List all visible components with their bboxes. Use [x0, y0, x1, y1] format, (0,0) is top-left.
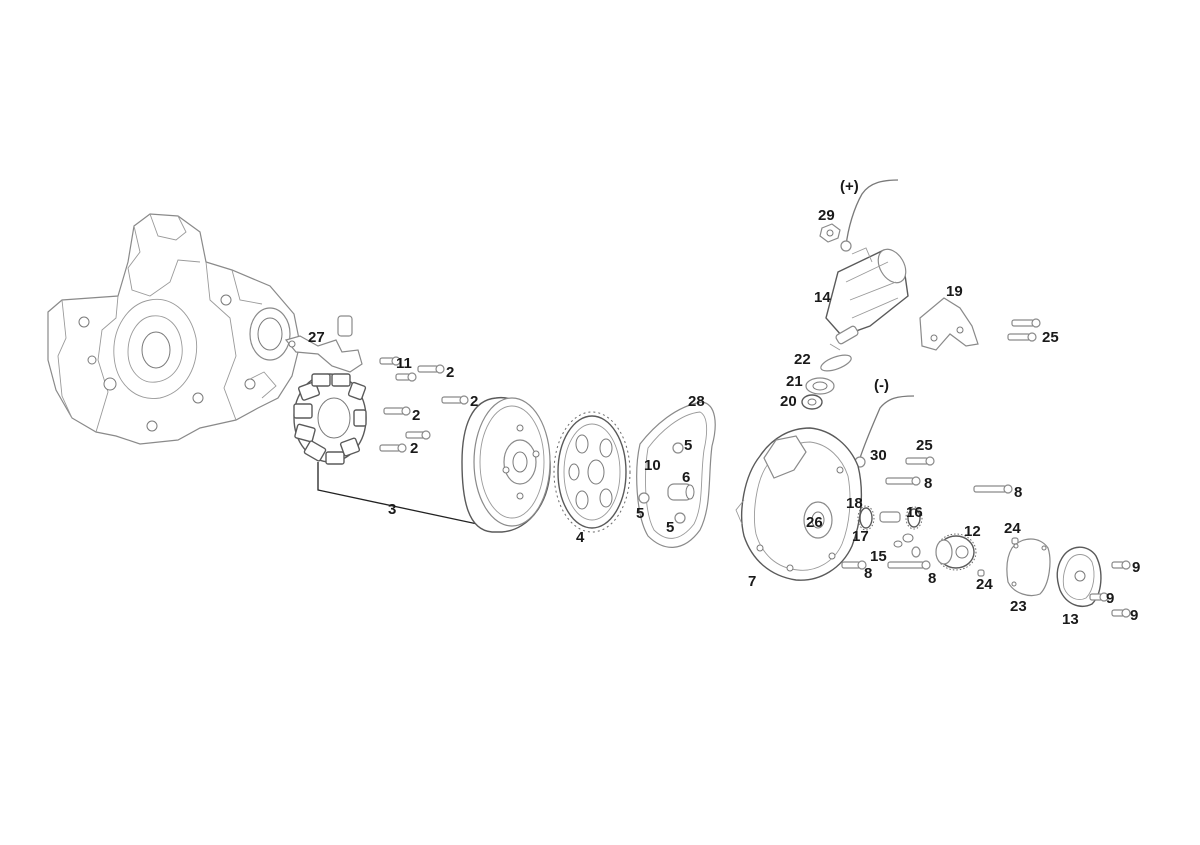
callout-c39: 23: [1010, 598, 1027, 615]
starter-motor: [825, 247, 909, 351]
negative-cable: [859, 395, 915, 459]
callout-c26: 8: [924, 475, 932, 492]
callout-c32: 12: [964, 523, 981, 540]
cover-bolts: [841, 456, 1013, 570]
callout-c12: 2: [446, 364, 454, 381]
callout-c23: 4: [576, 529, 585, 546]
callout-c7: 21: [786, 373, 803, 390]
callout-c18: 10: [644, 457, 661, 474]
callout-c21: 5: [666, 519, 674, 536]
callout-c42: 9: [1130, 607, 1138, 624]
callout-c20: 5: [636, 505, 644, 522]
callout-c11: 11: [396, 355, 412, 372]
callout-c17: 5: [684, 437, 692, 454]
flywheel: [461, 397, 551, 533]
starter-gear: [553, 411, 631, 533]
callout-labels: (+) 29 14 19 25 22 21 20 (-) 27 11 2 2 2…: [308, 178, 1140, 628]
callout-c34: 15: [870, 548, 887, 565]
idler-gears: [857, 505, 977, 571]
callout-c30: 16: [906, 504, 923, 521]
pickup-sensor: [284, 315, 363, 373]
callout-c8: 20: [780, 393, 797, 410]
cover-gasket: [636, 401, 716, 548]
generator-cover: [735, 427, 863, 581]
starter-cover-gasket: [1006, 538, 1051, 597]
stator-bolts: [379, 356, 469, 453]
callout-c37: 24: [976, 576, 993, 593]
crankcase: [47, 213, 301, 445]
starter-seals: [801, 354, 852, 410]
callout-c19: 6: [682, 469, 690, 486]
callout-c15: 2: [410, 440, 418, 457]
callout-c29: 26: [806, 514, 823, 531]
callout-c36: 8: [928, 570, 936, 587]
cable-lug: [840, 240, 852, 252]
positive-cable: [845, 179, 899, 247]
stator: [293, 373, 367, 465]
starter-cover: [1056, 546, 1102, 608]
callout-c14: 2: [412, 407, 420, 424]
callout-c9: (-): [874, 377, 889, 394]
callout-c6: 22: [794, 351, 811, 368]
callout-c27: 8: [1014, 484, 1022, 501]
callout-c2: 29: [818, 207, 835, 224]
callout-c38: 7: [748, 573, 756, 590]
nut-29: [819, 223, 841, 243]
bolts-9: [1089, 560, 1131, 618]
callout-c5: 25: [1042, 329, 1059, 346]
starter-bracket: [919, 297, 979, 351]
callout-c22: 3: [388, 501, 396, 518]
callout-c33: 24: [1004, 520, 1021, 537]
callout-c40: 9: [1132, 559, 1140, 576]
callout-c3: 14: [814, 289, 831, 306]
callout-c25: 25: [916, 437, 933, 454]
callout-c41: 9: [1106, 590, 1114, 607]
callout-c35: 8: [864, 565, 872, 582]
callout-c28: 18: [846, 495, 863, 512]
callout-c24: 30: [870, 447, 887, 464]
dowel-pins: [977, 537, 1019, 577]
callout-c31: 17: [852, 528, 869, 545]
callout-c43: 13: [1062, 611, 1079, 628]
callout-c16: 28: [688, 393, 705, 410]
callout-c1: (+): [840, 178, 859, 195]
callout-c13: 2: [470, 393, 478, 410]
callout-c10: 27: [308, 329, 325, 346]
callout-c4: 19: [946, 283, 963, 300]
bolts-25-top: [1007, 318, 1041, 342]
